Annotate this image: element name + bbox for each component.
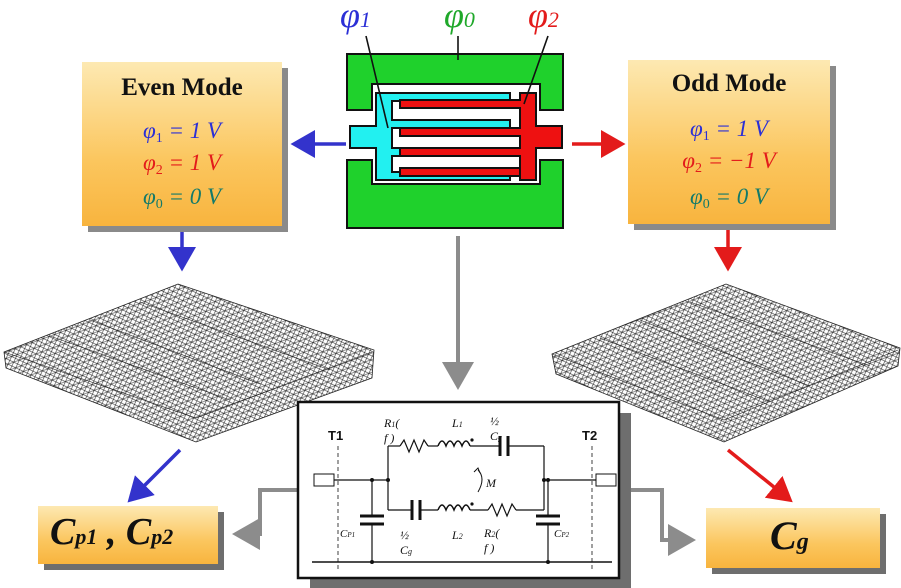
half-cg-top-label: ½ Cg bbox=[490, 414, 503, 443]
even-eq3-sub: 0 bbox=[155, 197, 163, 212]
odd-eq2-symbol: φ bbox=[682, 148, 695, 173]
arrow-mesh-cg bbox=[726, 448, 793, 503]
cp1-circuit-label: CP1 bbox=[340, 528, 356, 540]
cp1-symbol: C bbox=[50, 511, 76, 553]
odd-eq-phi1: φ1 = 1 V bbox=[628, 116, 830, 145]
cg-subscript: g bbox=[796, 529, 809, 555]
r1-label: R1( f ) bbox=[384, 416, 400, 445]
arrow-circuit-cg bbox=[622, 488, 696, 556]
even-eq2-symbol: φ bbox=[142, 150, 156, 175]
odd-eq3-sub: 0 bbox=[702, 197, 710, 212]
phi1-symbol: φ bbox=[340, 0, 360, 35]
even-eq-phi0: φ0 = 0 V bbox=[82, 184, 282, 213]
cp2-symbol: , C bbox=[97, 511, 152, 553]
even-mode-box: Even Mode φ1 = 1 V φ2 = 1 V φ0 = 0 V bbox=[82, 62, 282, 226]
odd-eq1-value: = 1 V bbox=[715, 116, 769, 141]
odd-eq3-symbol: φ bbox=[689, 184, 703, 209]
even-eq1-sub: 1 bbox=[155, 131, 163, 146]
output-cp-label: Cp1 , Cp2 bbox=[50, 510, 173, 554]
odd-eq1-sub: 1 bbox=[702, 129, 710, 144]
even-eq-phi1: φ1 = 1 V bbox=[82, 118, 282, 147]
odd-eq-phi2: φ2 = −1 V bbox=[628, 148, 830, 177]
arrow-circuit-cp bbox=[232, 488, 298, 550]
mutual-m-label: M bbox=[486, 476, 496, 490]
output-cp-box bbox=[38, 506, 218, 564]
conductor-phi1 bbox=[349, 92, 511, 181]
odd-eq3-value: = 0 V bbox=[715, 184, 769, 209]
interdigital-structure bbox=[346, 35, 564, 229]
odd-mode-box: Odd Mode φ1 = 1 V φ2 = −1 V φ0 = 0 V bbox=[628, 60, 830, 224]
port-t2-label: T2 bbox=[582, 428, 598, 443]
even-mode-title: Even Mode bbox=[121, 74, 243, 101]
l1-label: L1 bbox=[452, 416, 463, 430]
odd-eq-phi0: φ0 = 0 V bbox=[628, 184, 830, 213]
odd-eq2-value: = −1 V bbox=[707, 148, 776, 173]
even-mesh bbox=[3, 283, 375, 443]
phi1-label: φ1 bbox=[340, 0, 371, 36]
output-cg-label: Cg bbox=[770, 512, 809, 559]
even-eq1-value: = 1 V bbox=[168, 118, 222, 143]
arrow-mesh-cp bbox=[127, 448, 182, 503]
phi2-subscript: 2 bbox=[547, 7, 559, 32]
even-eq2-value: = 1 V bbox=[168, 150, 222, 175]
odd-mesh bbox=[551, 283, 901, 443]
port-t1-label: T1 bbox=[328, 428, 344, 443]
phi0-label: φ0 bbox=[444, 0, 475, 36]
cp2-subscript: p2 bbox=[151, 524, 174, 549]
equivalent-circuit bbox=[296, 400, 631, 588]
half-cg-bot-label: ½ Cg bbox=[400, 528, 413, 557]
phi1-leader bbox=[365, 35, 389, 129]
conductor-phi2 bbox=[399, 92, 563, 181]
phi2-leader bbox=[523, 35, 549, 105]
even-eq2-sub: 2 bbox=[155, 163, 163, 178]
cp1-subscript: p1 bbox=[75, 524, 98, 549]
l2-label: L2 bbox=[452, 528, 463, 542]
phi2-symbol: φ bbox=[528, 0, 548, 35]
r2-label: R2( f ) bbox=[484, 526, 500, 555]
ground-conductor bbox=[346, 53, 564, 229]
cg-symbol: C bbox=[770, 513, 797, 558]
odd-mode-title: Odd Mode bbox=[671, 70, 787, 97]
even-eq-phi2: φ2 = 1 V bbox=[82, 150, 282, 179]
phi1-subscript: 1 bbox=[359, 7, 371, 32]
phi2-label: φ2 bbox=[528, 0, 559, 36]
cp2-circuit-label: CP2 bbox=[554, 528, 570, 540]
output-cg-box bbox=[706, 508, 880, 568]
phi0-symbol: φ bbox=[444, 0, 464, 35]
even-eq1-symbol: φ bbox=[142, 118, 156, 143]
even-eq3-value: = 0 V bbox=[168, 184, 222, 209]
odd-eq1-symbol: φ bbox=[689, 116, 703, 141]
even-eq3-symbol: φ bbox=[142, 184, 156, 209]
phi0-subscript: 0 bbox=[463, 7, 475, 32]
odd-eq2-sub: 2 bbox=[694, 161, 702, 176]
